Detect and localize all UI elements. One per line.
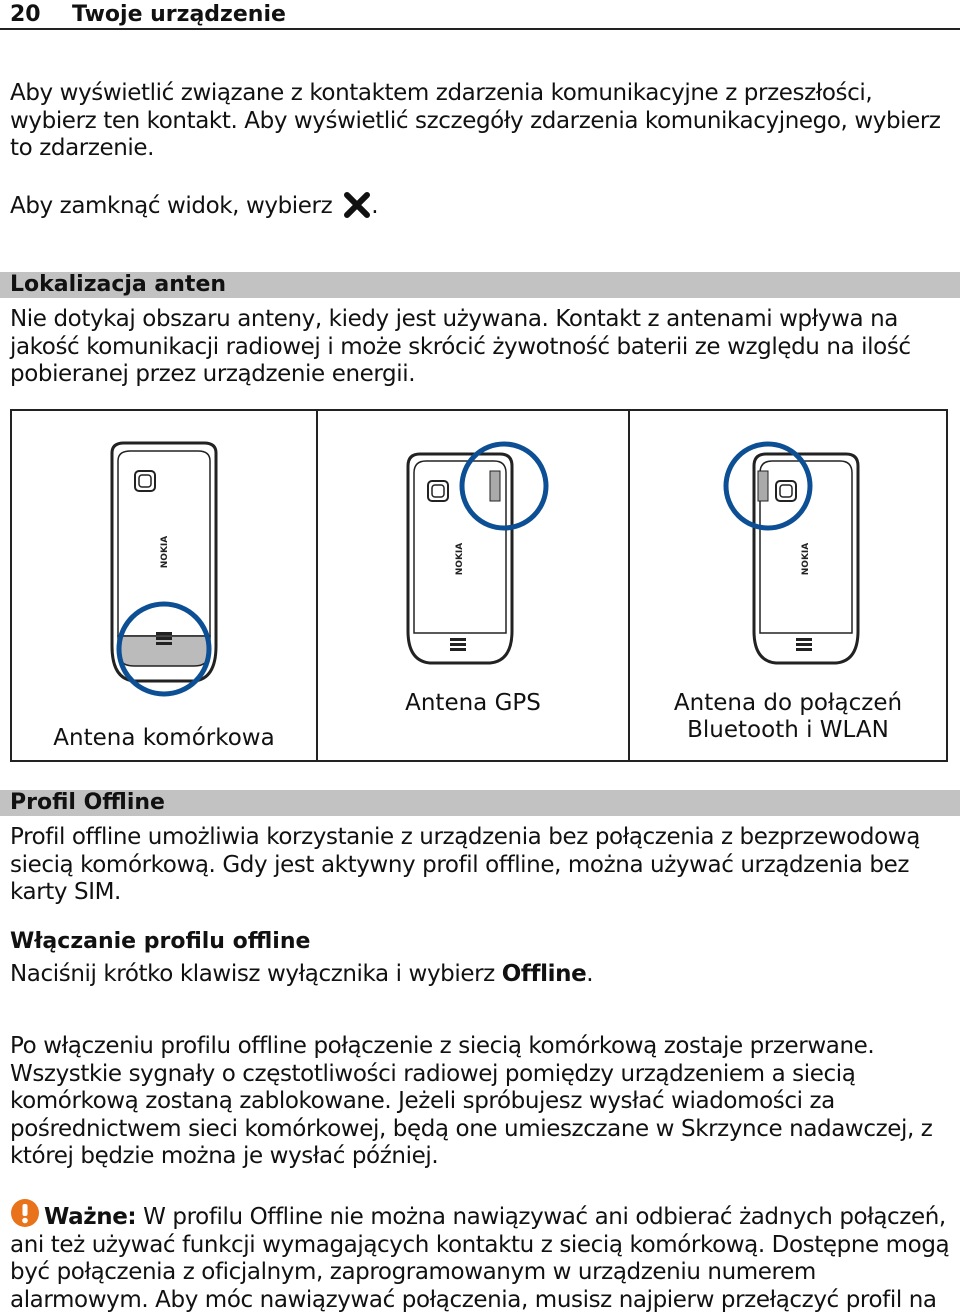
instruction-period: . [586, 961, 594, 987]
phone-brand-label: NOKIA [801, 543, 811, 576]
important-text: W profilu Offline nie można nawiązywać a… [10, 1204, 950, 1313]
caption-gps: Antena GPS [405, 690, 541, 716]
offline-menu-option: Offline [501, 961, 587, 987]
phone-gps-illustration: NOKIA [406, 441, 549, 665]
figure-cell-gps: NOKIA Antena GPS [318, 411, 630, 760]
warning-exclamation-icon [11, 1199, 39, 1227]
highlight-ring-gps [459, 441, 549, 531]
close-view-paragraph: Aby zamknąć widok, wybierz . [10, 192, 952, 221]
antenna-paragraph: Nie dotykaj obszaru anteny, kiedy jest u… [10, 306, 911, 387]
figure-cell-cellular: NOKIA Antena komórkowa [12, 411, 318, 760]
section-heading-antennas: Lokalizacja anten [0, 272, 960, 298]
instruction-text: Naciśnij krótko klawisz wyłącznika i wyb… [10, 961, 502, 987]
page-number: 20 [10, 2, 41, 27]
highlight-ring-cellular [116, 601, 212, 697]
page-header: 20 Twoje urządzenie [0, 0, 960, 30]
caption-bluetooth-line1: Antena do połączeń [673, 690, 903, 716]
caption-bluetooth-line2: Bluetooth i WLAN [687, 717, 889, 743]
caption-cellular: Antena komórkowa [53, 725, 275, 751]
important-note: Ważne: W profilu Offline nie można nawią… [10, 1198, 952, 1313]
offline-paragraph: Profil offline umożliwia korzystanie z u… [10, 824, 920, 905]
close-x-icon [344, 192, 371, 218]
close-view-period: . [371, 193, 379, 219]
phone-brand-label: NOKIA [455, 543, 465, 576]
section-heading-text: Profil Offline [10, 790, 165, 815]
phone-bluetooth-illustration: NOKIA [723, 441, 860, 665]
offline-instruction: Naciśnij krótko klawisz wyłącznika i wyb… [10, 961, 952, 989]
phone-cellular-illustration: NOKIA [110, 441, 218, 697]
subheading-enable-offline: Włączanie profilu offline [10, 929, 311, 954]
section-heading-text: Lokalizacja anten [10, 272, 227, 297]
figure-cell-bluetooth-wlan: NOKIA Antena do połączeń Bluetooth i WLA… [630, 411, 946, 760]
antenna-figure: NOKIA Antena komórkowa NOKIA Antena GPS [10, 409, 948, 762]
offline-effects-paragraph: Po włączeniu profilu offline połączenie … [10, 1033, 933, 1169]
chapter-title: Twoje urządzenie [72, 2, 286, 27]
intro-paragraph: Aby wyświetlić związane z kontaktem zdar… [10, 80, 941, 161]
important-label: Ważne: [44, 1204, 137, 1230]
highlight-ring-bluetooth [723, 441, 813, 531]
section-heading-offline: Profil Offline [0, 790, 960, 816]
phone-brand-label: NOKIA [160, 536, 170, 569]
close-view-text: Aby zamknąć widok, wybierz [10, 193, 333, 219]
